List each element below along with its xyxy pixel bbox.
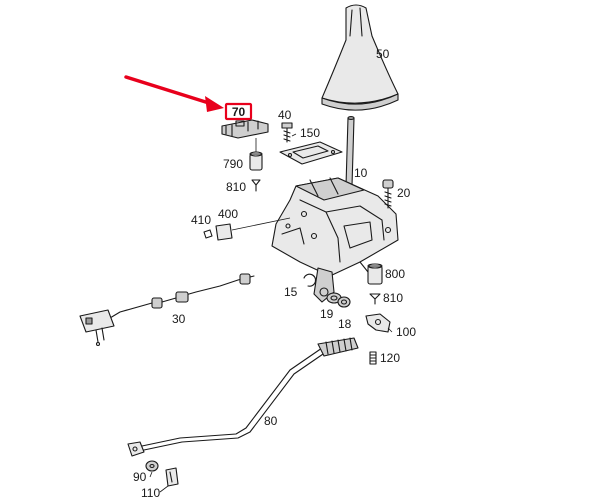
label-20: 20	[397, 186, 411, 200]
label-19: 19	[320, 307, 334, 321]
part-120-spring	[369, 351, 377, 365]
callout-arrow	[124, 75, 224, 112]
label-15: 15	[284, 285, 298, 299]
label-810b: 810	[383, 291, 403, 305]
part-15-circlip	[303, 273, 317, 287]
label-18: 18	[338, 317, 352, 331]
label-150: 150	[300, 126, 320, 140]
part-790	[249, 151, 263, 171]
part-810b-screw	[369, 293, 381, 305]
label-40: 40	[278, 108, 292, 122]
highlight-box: 70	[224, 102, 253, 121]
label-100: 100	[396, 325, 416, 339]
label-10: 10	[354, 166, 368, 180]
label-30: 30	[172, 312, 186, 326]
part-19-bushing	[326, 292, 342, 304]
part-30-cable	[79, 273, 255, 347]
part-70-switch	[221, 119, 269, 152]
part-110-clip	[165, 467, 179, 487]
part-410-400	[203, 217, 291, 241]
label-790: 790	[223, 157, 243, 171]
label-810a: 810	[226, 180, 246, 194]
part-labels: 50 40 150 790 810 10 20 410 400 800 810 …	[133, 47, 416, 500]
leader-lines	[149, 133, 393, 493]
label-110: 110	[141, 486, 160, 500]
part-800	[367, 263, 383, 285]
label-70: 70	[232, 105, 246, 119]
label-80: 80	[264, 414, 278, 428]
label-90: 90	[133, 470, 147, 484]
part-150-plate	[279, 141, 343, 165]
label-50: 50	[376, 47, 390, 61]
part-20-stud	[382, 179, 394, 209]
part-100-bracket	[365, 313, 391, 333]
part-40-bolt	[281, 122, 293, 143]
part-10-lever-housing	[271, 115, 399, 303]
part-90-washer	[145, 460, 159, 472]
part-50-shift-boot	[321, 4, 399, 111]
label-410: 410	[191, 213, 211, 227]
part-80-rod	[127, 337, 359, 457]
part-18-bushing	[337, 296, 351, 308]
label-120: 120	[380, 351, 400, 365]
label-800: 800	[385, 267, 405, 281]
part-810a-screw	[251, 179, 261, 192]
label-400: 400	[218, 207, 238, 221]
